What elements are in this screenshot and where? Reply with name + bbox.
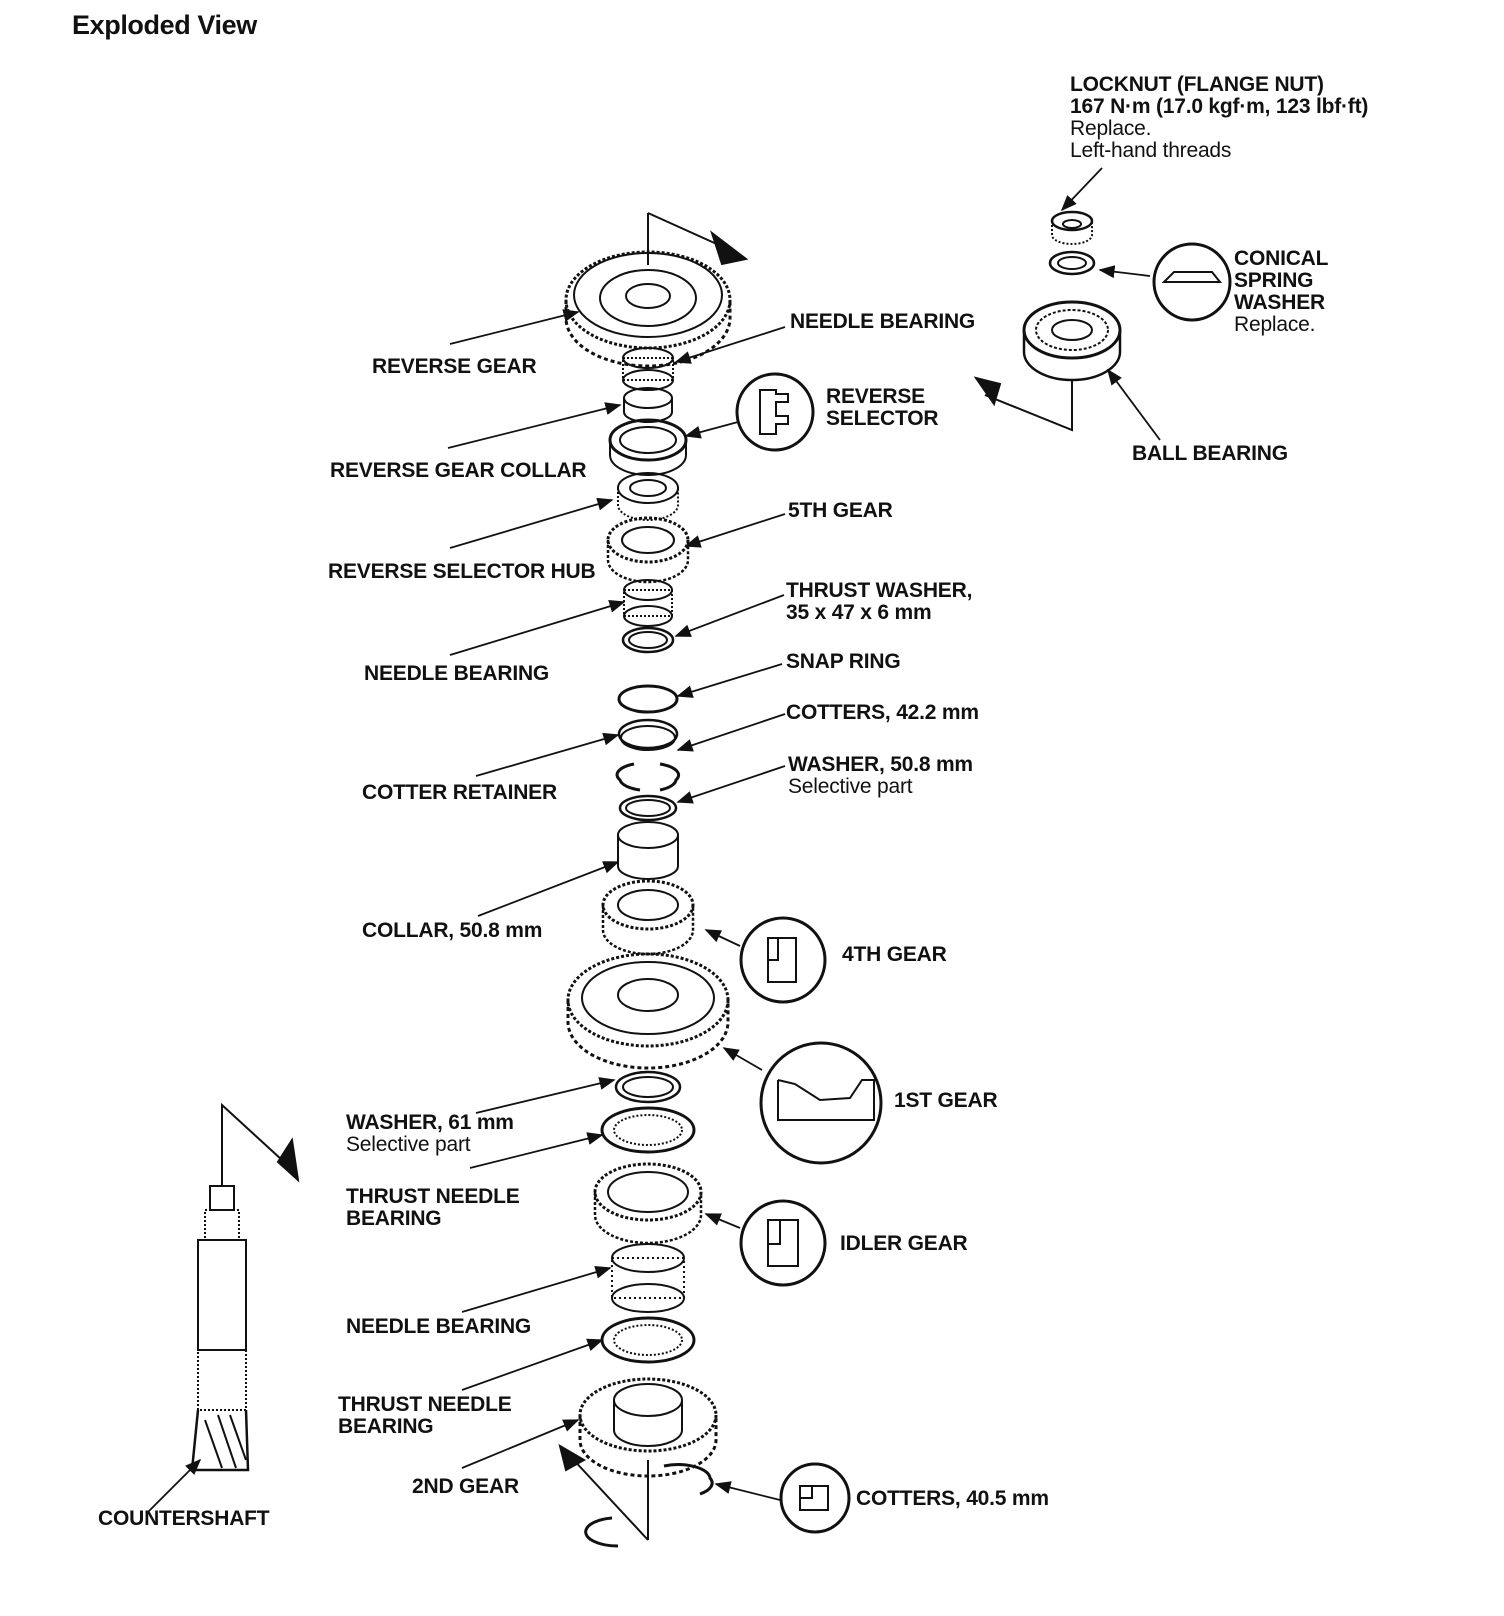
label-snap-ring: SNAP RING: [786, 650, 901, 673]
label-washer-50-note: Selective part: [788, 775, 913, 798]
label-cotters-40: COTTERS, 40.5 mm: [856, 1487, 1049, 1510]
label-needle-bearing-mid: NEEDLE BEARING: [364, 662, 550, 685]
label-conical-spring-washer: CONICAL SPRING WASHER Replace.: [1234, 248, 1328, 336]
label-conical-line2: SPRING: [1234, 269, 1314, 292]
needle-bearing-low-part: [611, 1243, 685, 1313]
idler-gear-part: [593, 1162, 703, 1245]
page-title: Exploded View: [72, 10, 257, 40]
axis-arrow-top: [647, 212, 749, 266]
reverse-selector-hub-part: [617, 472, 679, 521]
conical-washer-detail: [1152, 242, 1232, 322]
idler-gear-detail: [739, 1199, 827, 1287]
label-needle-bearing-top: NEEDLE BEARING: [790, 310, 976, 333]
label-tnb1-line1: THRUST NEEDLE: [346, 1185, 520, 1208]
label-needle-bearing-low: NEEDLE BEARING: [346, 1315, 532, 1338]
label-washer-50: WASHER, 50.8 mm Selective part: [788, 754, 973, 798]
fourth-gear-detail: [739, 916, 827, 1004]
label-thrust-washer: THRUST WASHER, 35 x 47 x 6 mm: [786, 580, 972, 624]
thrust-needle-bearing-1-part: [600, 1106, 696, 1154]
label-conical-note: Replace.: [1234, 313, 1316, 336]
first-gear-part: [566, 952, 730, 1070]
label-tnb2-line2: BEARING: [338, 1415, 434, 1438]
label-locknut: LOCKNUT (FLANGE NUT) 167 N·m (17.0 kgf·m…: [1070, 74, 1368, 162]
label-thrust-washer-line1: THRUST WASHER,: [786, 579, 973, 602]
label-second-gear: 2ND GEAR: [412, 1475, 519, 1498]
leader-lines: [147, 167, 1161, 1513]
label-thrust-needle-bearing-2: THRUST NEEDLE BEARING: [338, 1394, 512, 1438]
label-tnb1-line2: BEARING: [346, 1207, 442, 1230]
label-washer-61-line1: WASHER, 61 mm: [346, 1111, 514, 1134]
cotters-40-part: [584, 1463, 714, 1548]
label-locknut-line1: LOCKNUT (FLANGE NUT): [1070, 73, 1324, 96]
thrust-needle-bearing-2-part: [600, 1316, 696, 1364]
label-fourth-gear: 4TH GEAR: [842, 943, 947, 966]
label-conical-line1: CONICAL: [1234, 247, 1329, 270]
reverse-selector-part: [608, 418, 688, 476]
cotter-retainer-part: [617, 718, 679, 751]
label-idler-gear: IDLER GEAR: [840, 1232, 968, 1255]
reverse-gear-part: [564, 250, 732, 368]
label-reverse-selector-line1: REVERSE: [826, 385, 925, 408]
label-washer-61-note: Selective part: [346, 1133, 471, 1156]
label-ball-bearing: BALL BEARING: [1132, 442, 1288, 465]
needle-bearing-top-part: [622, 347, 674, 391]
axis-arrow-bottom: [558, 1443, 649, 1541]
label-first-gear: 1ST GEAR: [894, 1089, 998, 1112]
axis-arrow-right: [973, 376, 1073, 432]
reverse-selector-detail: [735, 372, 815, 452]
first-gear-detail: [759, 1041, 883, 1165]
label-thrust-washer-size: 35 x 47 x 6 mm: [786, 601, 932, 624]
label-reverse-selector-line2: SELECTOR: [826, 407, 939, 430]
washer-50-part: [618, 794, 678, 822]
label-reverse-selector-hub: REVERSE SELECTOR HUB: [328, 560, 596, 583]
conical-spring-washer-part: [1048, 250, 1096, 276]
needle-bearing-mid-part: [623, 579, 673, 627]
label-cotter-retainer: COTTER RETAINER: [362, 781, 557, 804]
label-conical-line3: WASHER: [1234, 291, 1325, 314]
fourth-gear-part: [601, 879, 695, 956]
collar-50-part: [617, 821, 679, 880]
label-collar-50: COLLAR, 50.8 mm: [362, 919, 543, 942]
thrust-washer-part: [621, 626, 675, 654]
label-reverse-gear: REVERSE GEAR: [372, 355, 537, 378]
locknut-part: [1050, 210, 1094, 245]
label-tnb2-line1: THRUST NEEDLE: [338, 1393, 512, 1416]
axis-arrow-countershaft: [221, 1102, 300, 1186]
fifth-gear-part: [606, 516, 690, 584]
ball-bearing-part: [1022, 300, 1122, 382]
label-reverse-gear-collar: REVERSE GEAR COLLAR: [330, 459, 587, 482]
label-locknut-note1: Replace.: [1070, 117, 1152, 140]
snap-ring-part: [617, 684, 679, 714]
label-fifth-gear: 5TH GEAR: [788, 499, 893, 522]
washer-61-part: [614, 1070, 682, 1104]
label-reverse-selector: REVERSE SELECTOR: [826, 385, 939, 430]
label-thrust-needle-bearing-1: THRUST NEEDLE BEARING: [346, 1186, 520, 1230]
cotters-42-part: [615, 762, 681, 792]
label-countershaft: COUNTERSHAFT: [98, 1507, 270, 1530]
label-locknut-torque: 167 N·m (17.0 kgf·m, 123 lbf·ft): [1070, 95, 1369, 118]
label-cotters-42: COTTERS, 42.2 mm: [786, 701, 979, 724]
label-washer-50-line1: WASHER, 50.8 mm: [788, 753, 973, 776]
label-locknut-note2: Left-hand threads: [1070, 139, 1232, 162]
reverse-gear-collar-part: [623, 387, 673, 423]
cotters-40-detail: [779, 1462, 851, 1534]
label-washer-61: WASHER, 61 mm Selective part: [346, 1112, 514, 1156]
countershaft-part: [190, 1185, 250, 1472]
